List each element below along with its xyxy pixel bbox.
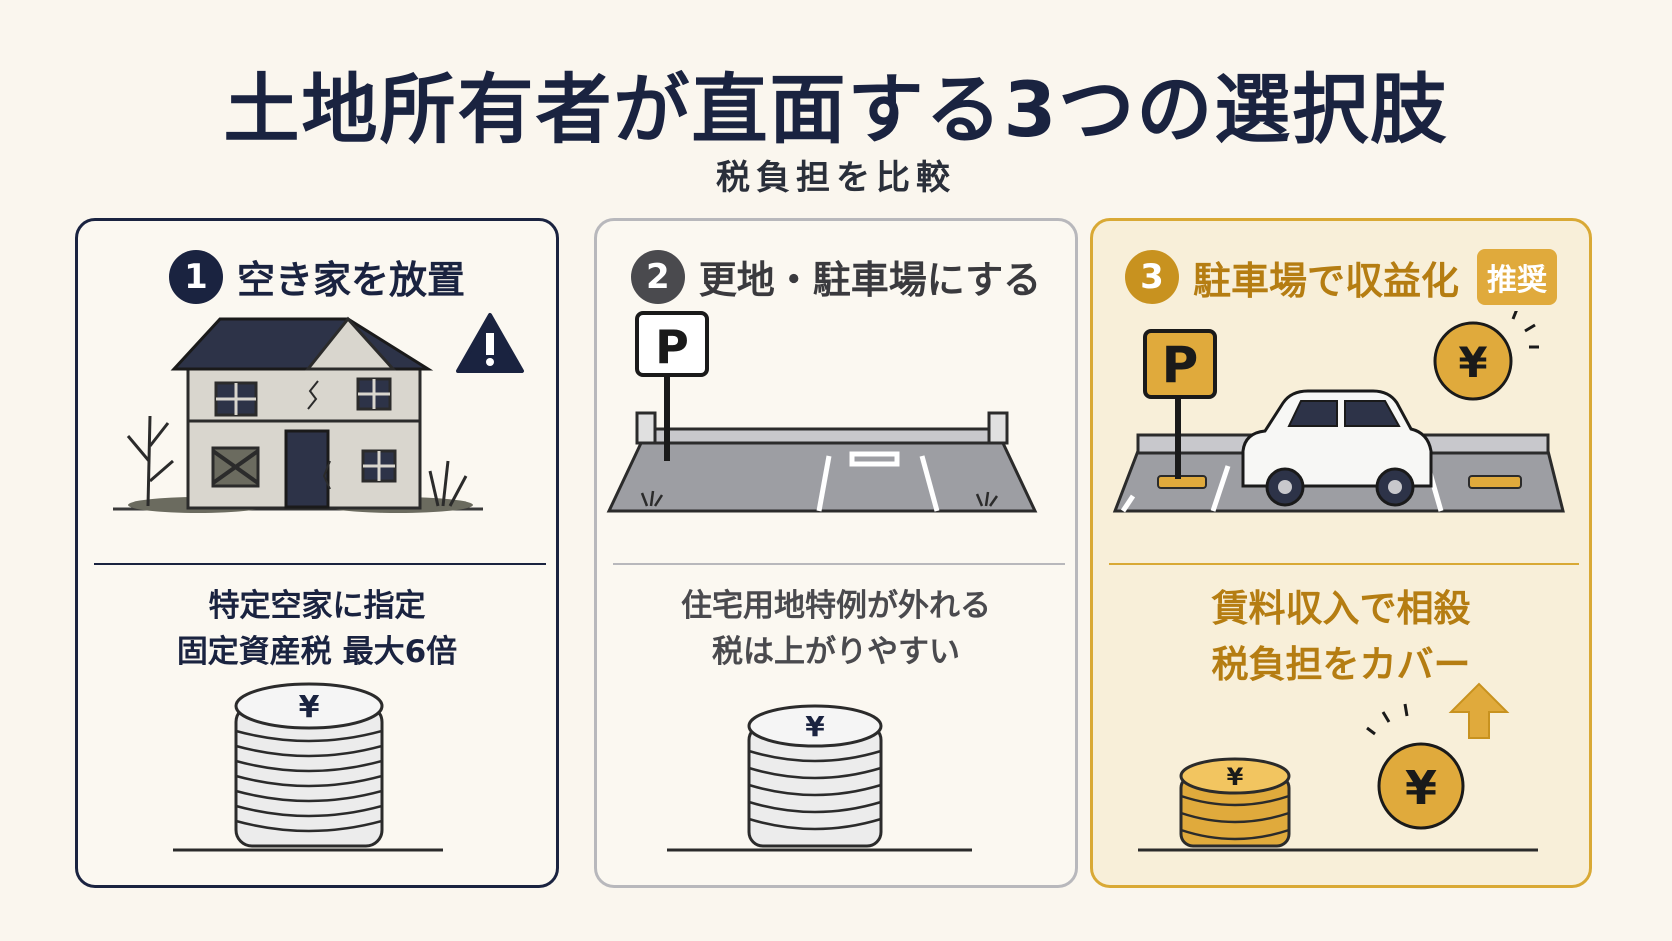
card-header: 3 駐車場で収益化 推奨 [1093, 249, 1589, 305]
parking-income-illustration: P ¥ [1112, 311, 1565, 513]
coin-stack-medium: ¥ [667, 704, 972, 852]
card-divider [613, 563, 1065, 565]
parking-sign-icon: P [635, 311, 709, 461]
description-line-2: 税は上がりやすい [712, 634, 960, 670]
option-number: 2 [630, 249, 685, 304]
description-line-2: 固定資産税 最大6倍 [176, 634, 458, 670]
abandoned-house-illustration [113, 313, 524, 513]
card-divider [94, 563, 546, 565]
recommended-badge: 推奨 [1477, 249, 1557, 305]
description-line-2: 税負担をカバー [1211, 643, 1471, 686]
option-heading: 駐車場で収益化 [1192, 258, 1459, 303]
parking-sign-icon: P [1143, 329, 1217, 479]
option-number: 1 [168, 249, 223, 304]
option-description: 住宅用地特例が外れる 税は上がりやすい [597, 583, 1075, 675]
page-subtitle: 税負担を比較 [716, 158, 956, 198]
yen-coin-icon: ¥ [1433, 311, 1539, 401]
option-heading: 更地・駐車場にする [698, 258, 1042, 302]
option-heading: 空き家を放置 [236, 258, 465, 302]
option-card-vacant-lot: 2 更地・駐車場にする P 住宅用地特例が外れる 税は上がりやすい [594, 218, 1078, 888]
option-card-abandon: 1 空き家を放置 [75, 218, 559, 888]
car-icon [1241, 389, 1433, 507]
option-card-monetize: 3 駐車場で収益化 推奨 P [1090, 218, 1592, 888]
parking-letter: P [655, 320, 689, 374]
vacant-lot-illustration: P [606, 311, 1038, 513]
option-description: 特定空家に指定 固定資産税 最大6倍 [78, 583, 556, 675]
arrow-up-icon [1448, 682, 1510, 739]
card-divider [1109, 563, 1579, 565]
dead-tree-icon [126, 415, 174, 507]
page-title: 土地所有者が直面する3つの選択肢 [223, 65, 1449, 154]
card-header: 2 更地・駐車場にする [597, 249, 1075, 304]
yen-symbol: ¥ [1227, 763, 1244, 791]
description-line-1: 賃料収入で相殺 [1211, 587, 1471, 630]
yen-symbol: ¥ [299, 690, 320, 725]
option-description: 賃料収入で相殺 税負担をカバー [1093, 581, 1589, 693]
yen-symbol: ¥ [805, 710, 825, 743]
parking-letter: P [1162, 336, 1199, 394]
yen-coin-icon: ¥ [1366, 703, 1465, 830]
description-line-1: 住宅用地特例が外れる [681, 588, 991, 624]
yen-symbol: ¥ [1405, 761, 1437, 815]
warning-icon [456, 313, 524, 373]
coin-stack-short: ¥ ¥ [1138, 682, 1538, 852]
description-line-1: 特定空家に指定 [208, 588, 426, 624]
coin-stack-tall: ¥ [173, 682, 443, 852]
yen-symbol: ¥ [1458, 338, 1487, 387]
option-number: 3 [1124, 250, 1179, 304]
card-header: 1 空き家を放置 [78, 249, 556, 304]
